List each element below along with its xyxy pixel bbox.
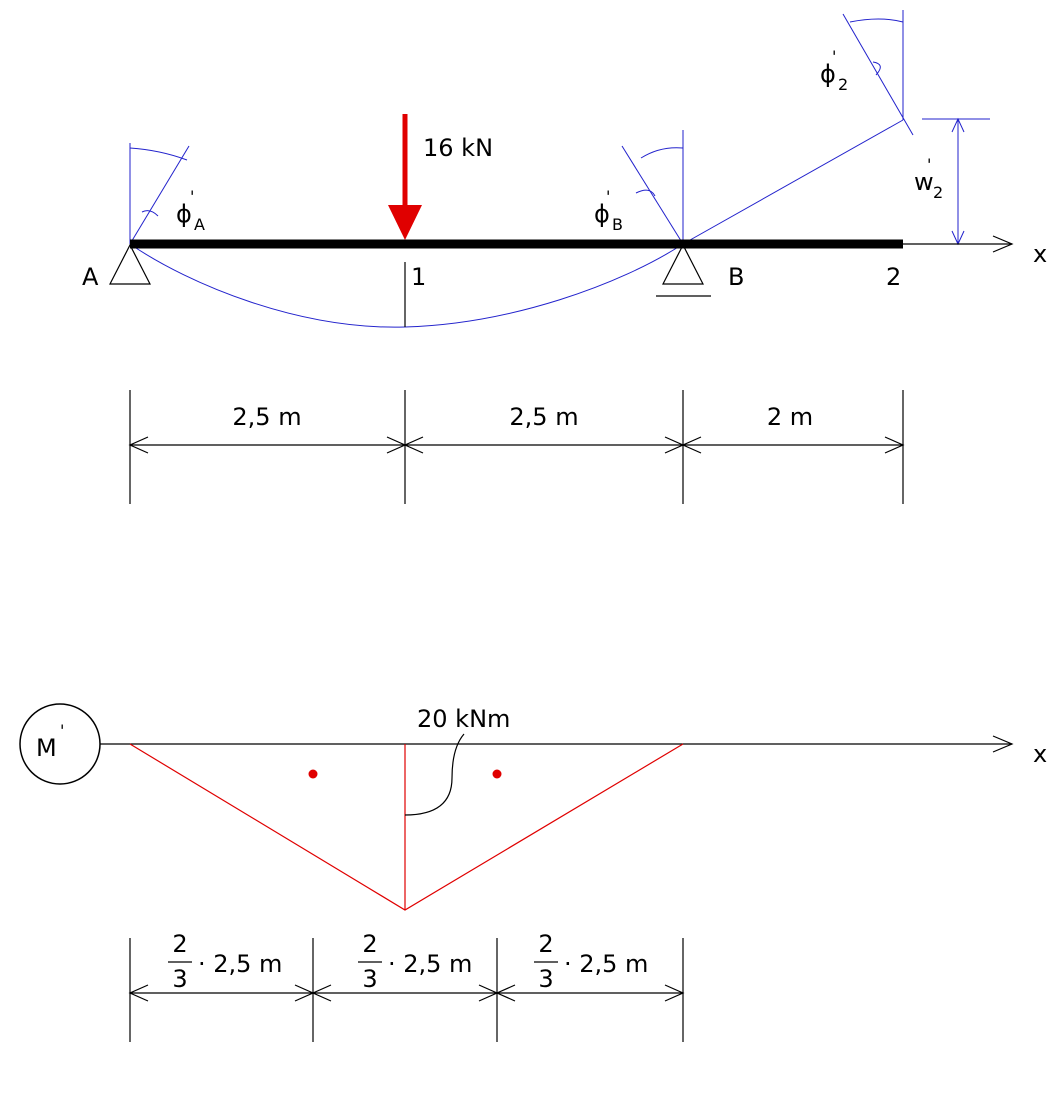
svg-text:3: 3	[172, 965, 187, 993]
dimension-label-3: 2 m	[767, 403, 813, 431]
support-a-label: A	[82, 263, 99, 291]
moment-triangle	[129, 743, 684, 911]
support-b	[656, 243, 711, 297]
svg-text:w: w	[914, 168, 934, 196]
svg-text:2: 2	[172, 930, 187, 958]
svg-text:2: 2	[838, 75, 848, 94]
moment-x-axis-label: x	[1033, 740, 1047, 768]
dimension-label-1: 2,5 m	[232, 403, 301, 431]
dimension-label-2: 2,5 m	[509, 403, 578, 431]
svg-text:3: 3	[538, 965, 553, 993]
centroid-right	[492, 769, 502, 779]
svg-text:': '	[190, 187, 194, 206]
rotation-angle-a	[129, 143, 190, 245]
point-2-label: 2	[886, 263, 901, 291]
support-b-label: B	[728, 263, 744, 291]
load-arrow-icon	[388, 114, 422, 240]
beam-dimension-lines	[128, 390, 905, 504]
svg-text:ϕ: ϕ	[176, 200, 192, 228]
point-1-label: 1	[411, 263, 426, 291]
moment-dimension-label-1: 2 3 · 2,5 m	[168, 930, 282, 993]
rotation-angle-2	[842, 10, 914, 136]
moment-dimension-label-2: 2 3 · 2,5 m	[358, 930, 472, 993]
moment-x-axis	[100, 735, 1014, 753]
svg-text:2: 2	[362, 930, 377, 958]
svg-text:ϕ: ϕ	[820, 60, 836, 88]
phi-2-label: ϕ 2 '	[820, 47, 848, 94]
deflection-w2-dimension	[922, 117, 990, 246]
support-a	[109, 243, 151, 285]
svg-text:': '	[927, 155, 931, 174]
rotation-angle-b	[621, 130, 684, 245]
centroid-left	[308, 769, 318, 779]
svg-text:2: 2	[538, 930, 553, 958]
deflection-curve	[129, 119, 904, 328]
w-2-label: w 2 '	[914, 155, 943, 202]
svg-text:B: B	[612, 215, 623, 234]
svg-text:': '	[60, 721, 64, 740]
svg-text:· 2,5 m: · 2,5 m	[388, 950, 472, 978]
svg-text:3: 3	[362, 965, 377, 993]
svg-text:': '	[832, 47, 836, 66]
phi-a-label: ϕ A '	[176, 187, 205, 234]
moment-diagram-label: M '	[19, 703, 101, 785]
svg-text:': '	[606, 187, 610, 206]
svg-text:· 2,5 m: · 2,5 m	[198, 950, 282, 978]
svg-text:M: M	[36, 734, 57, 762]
moment-dimension-lines	[128, 938, 685, 1042]
svg-text:A: A	[194, 215, 205, 234]
svg-text:2: 2	[933, 183, 943, 202]
x-axis	[903, 235, 1014, 253]
load-label: 16 kN	[423, 134, 493, 162]
phi-b-label: ϕ B '	[594, 187, 623, 234]
moment-dimension-label-3: 2 3 · 2,5 m	[534, 930, 648, 993]
svg-text:· 2,5 m: · 2,5 m	[564, 950, 648, 978]
peak-moment-label: 20 kNm	[417, 705, 510, 733]
svg-text:ϕ: ϕ	[594, 200, 610, 228]
peak-leader	[404, 733, 465, 816]
x-axis-label: x	[1033, 240, 1047, 268]
